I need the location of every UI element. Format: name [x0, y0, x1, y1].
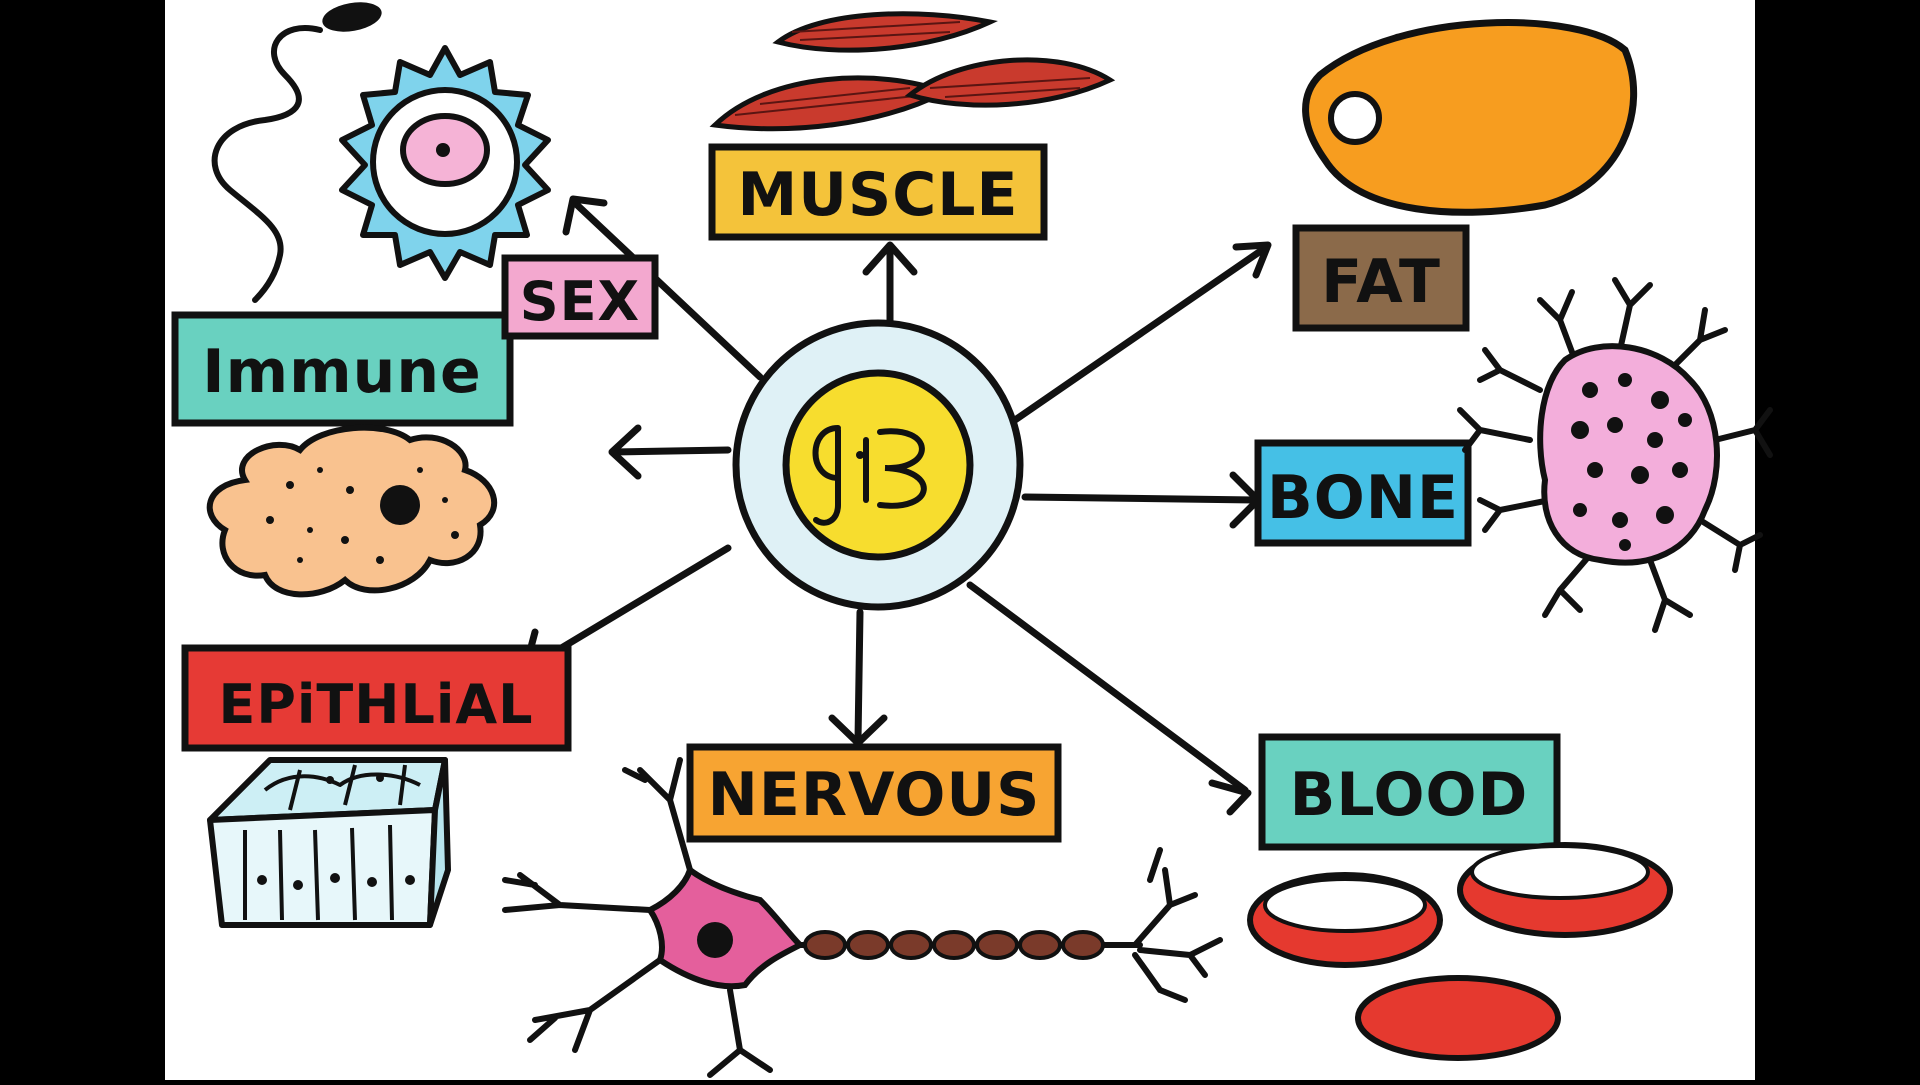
fat-label-box [1292, 224, 1470, 332]
sex-label: SEX [520, 270, 640, 333]
red-blood-cell [1457, 842, 1673, 938]
arrow-to-muscle [862, 241, 918, 334]
nervous-label: NERVOUS [708, 760, 1041, 830]
epithelial-tissue-block [207, 757, 451, 928]
epithlial-label: EPiTHLiAL [218, 673, 533, 736]
arrow-to-fat [1011, 241, 1272, 424]
osteocyte-cell [1457, 277, 1773, 633]
egg-cell [339, 45, 551, 281]
neuron-cell [502, 757, 1223, 1078]
immune-label: Immune [202, 337, 482, 407]
fat-label: FAT [1321, 247, 1441, 317]
macrophage-cell [206, 424, 498, 598]
blood-label-box [1258, 733, 1561, 851]
red-blood-cells [1247, 842, 1673, 1061]
muscle-label-box [708, 143, 1048, 241]
arrow-to-nervous [828, 608, 888, 747]
myelin-sheath [803, 930, 1105, 960]
arrow-to-sex [562, 195, 764, 381]
nervous-label-box [686, 743, 1062, 843]
sex-label-box [501, 254, 659, 340]
muscle-label: MUSCLE [738, 160, 1019, 230]
stem-cell-glyph [812, 425, 841, 526]
arrow-to-blood [966, 581, 1252, 816]
red-blood-cell [1247, 872, 1443, 968]
bone-label: BONE [1267, 463, 1459, 533]
bone-label-box [1254, 439, 1472, 547]
stem-cell-center [732, 319, 1024, 611]
blood-label: BLOOD [1290, 760, 1529, 830]
fat-cell [1302, 19, 1637, 216]
arrow-to-immune [608, 424, 732, 480]
epithlial-label-box [181, 644, 572, 752]
immune-label-box [171, 311, 514, 427]
sperm-cell [211, 2, 382, 303]
muscle-fibers [709, 11, 1116, 132]
red-blood-cell [1355, 975, 1561, 1061]
